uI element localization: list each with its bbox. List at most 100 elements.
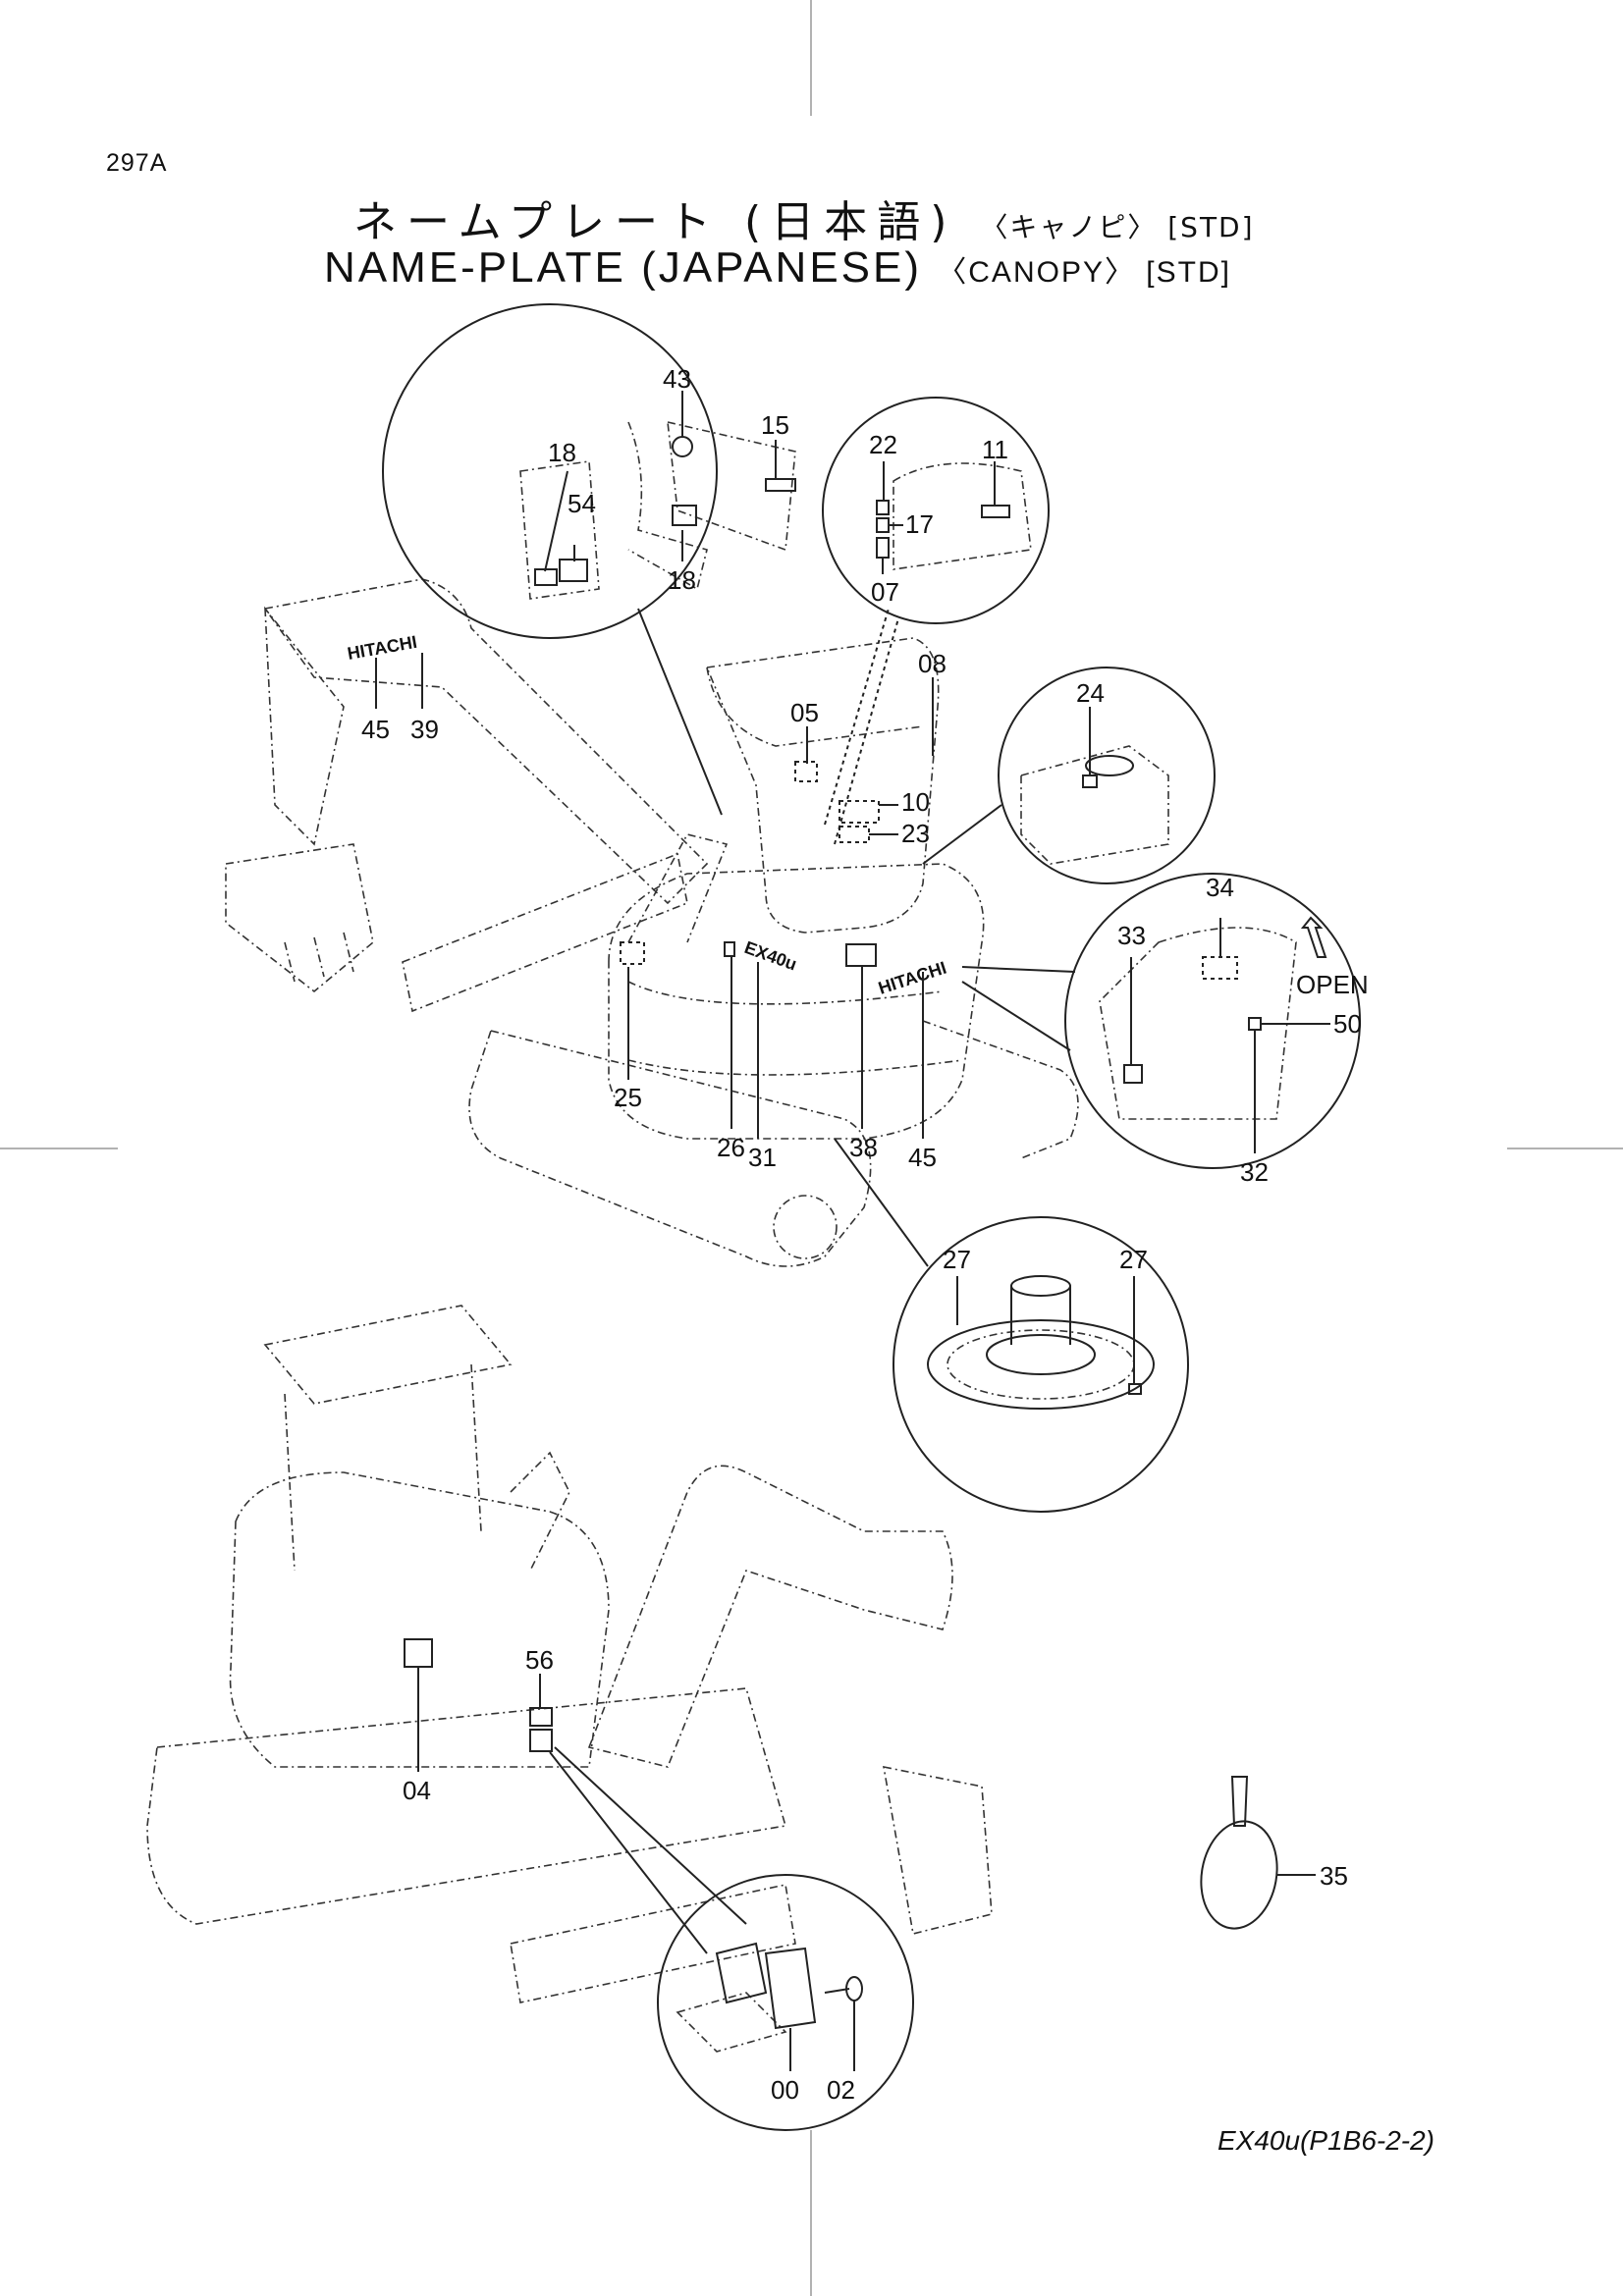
track-idler	[773, 1195, 838, 1259]
plate-43	[672, 436, 693, 457]
detail-engine-compartment: OPEN	[961, 873, 1369, 1169]
open-label: OPEN	[1296, 970, 1369, 999]
bearing-outer	[927, 1319, 1155, 1410]
callout-24: 24	[1076, 678, 1105, 708]
plate-33	[1123, 1064, 1143, 1084]
leader-18a	[544, 470, 568, 572]
seat	[705, 637, 940, 934]
detail-canopy-roof	[822, 397, 1050, 624]
callout-50: 50	[1333, 1009, 1362, 1039]
rear-lever	[510, 1451, 570, 1572]
canopy-top	[263, 1305, 513, 1405]
plate-07	[876, 537, 890, 559]
track-right	[922, 1020, 1079, 1159]
page-number: 297A	[106, 149, 168, 177]
plate-18a	[534, 568, 558, 586]
body-line-2	[627, 1059, 963, 1076]
title-japanese-suffix: 〈キャノピ〉 [STD]	[980, 211, 1255, 243]
rear-boom	[587, 1465, 953, 1768]
bracket-surface	[676, 1992, 787, 2053]
title-english-suffix: 〈CANOPY〉 [STD]	[937, 256, 1231, 289]
arm	[264, 606, 345, 846]
callout-32: 32	[1240, 1157, 1269, 1187]
detail-bearing-pointer	[834, 1138, 929, 1267]
plate-50	[1248, 1017, 1262, 1031]
tag-body	[1200, 1820, 1278, 1930]
tank-cap	[1085, 755, 1134, 776]
center-joint	[1010, 1286, 1071, 1345]
plate-15	[765, 478, 796, 492]
title-japanese-text: ネームプレート (日本語)	[353, 197, 957, 247]
callout-15: 15	[761, 410, 789, 440]
bearing-gear	[947, 1329, 1135, 1400]
title-japanese: ネームプレート (日本語) 〈キャノピ〉 [STD]	[353, 187, 1255, 249]
callout-22: 22	[869, 430, 897, 459]
rear-bucket	[883, 1765, 993, 1935]
detail-canopy-circle	[822, 397, 1050, 624]
callout-26: 26	[717, 1133, 745, 1162]
detail-engine-pointer-2	[961, 981, 1071, 1051]
callout-18a: 18	[548, 438, 576, 467]
callout-25: 25	[614, 1083, 642, 1112]
tag-strap	[1230, 1776, 1249, 1827]
plate-25	[620, 941, 645, 965]
plate-56	[529, 1707, 553, 1727]
plate-22	[876, 500, 890, 515]
callout-00: 00	[771, 2075, 799, 2105]
plate-23	[839, 826, 870, 843]
callout-numbers: 43 15 18 54 18 22 11 17 07 45 39 05 08 1…	[361, 364, 1362, 2105]
callout-27a: 27	[943, 1245, 971, 1274]
dozer-blade	[402, 852, 688, 1013]
seat-top	[706, 667, 924, 747]
callout-45b: 45	[908, 1143, 937, 1172]
callout-11: 11	[982, 435, 1008, 464]
detail-bracket-pointer-1	[549, 1751, 708, 1954]
excavator-rear-view	[146, 1305, 993, 2003]
bolt-shank	[824, 1988, 850, 1994]
tank-body	[1020, 745, 1169, 865]
lever-left	[627, 833, 729, 943]
callout-18b: 18	[668, 565, 696, 595]
callout-04: 04	[403, 1776, 431, 1805]
title-english-text: NAME-PLATE (JAPANESE)	[324, 243, 923, 292]
detail-engine-pointer-1	[961, 966, 1076, 973]
rear-track	[146, 1687, 787, 1925]
callout-27b: 27	[1119, 1245, 1148, 1274]
callout-43: 43	[663, 364, 691, 394]
detail-lever-area	[382, 303, 796, 816]
plate-34	[1202, 956, 1238, 980]
center-joint-top	[1010, 1275, 1071, 1297]
detail-plate-bracket	[657, 1874, 914, 2131]
plate-00	[764, 1947, 817, 2030]
plate-17	[876, 517, 890, 533]
plate-24	[1082, 774, 1098, 788]
detail-engine-circle	[1064, 873, 1361, 1169]
detail-fuel-tank	[922, 667, 1216, 884]
callout-10: 10	[901, 787, 930, 817]
callout-45a: 45	[361, 715, 390, 744]
bearing-inner	[986, 1334, 1096, 1375]
callout-31: 31	[748, 1143, 777, 1172]
track-left	[468, 1030, 872, 1267]
canopy-posts	[284, 1363, 482, 1572]
plate-04	[404, 1638, 433, 1668]
plate-54	[559, 559, 588, 582]
plate-26	[724, 941, 735, 957]
detail-lever-pointer	[637, 608, 723, 816]
detail-bracket-pointer-2	[554, 1746, 747, 1925]
detail-bracket-circle	[657, 1874, 914, 2131]
bucket	[225, 843, 374, 993]
callout-23: 23	[901, 819, 930, 848]
leader-canopy-detail-1	[824, 608, 890, 826]
open-arrow-icon	[1300, 916, 1327, 958]
callout-33: 33	[1117, 921, 1146, 950]
plate-11	[981, 505, 1010, 518]
plate-bracket	[715, 1942, 768, 2004]
callout-02: 02	[827, 2075, 855, 2105]
footer-code: EX40u(P1B6-2-2)	[1217, 2125, 1435, 2156]
plate-05	[794, 761, 818, 782]
callout-56: 56	[525, 1645, 554, 1675]
bucket-teeth	[284, 932, 354, 983]
callout-34: 34	[1206, 873, 1234, 902]
